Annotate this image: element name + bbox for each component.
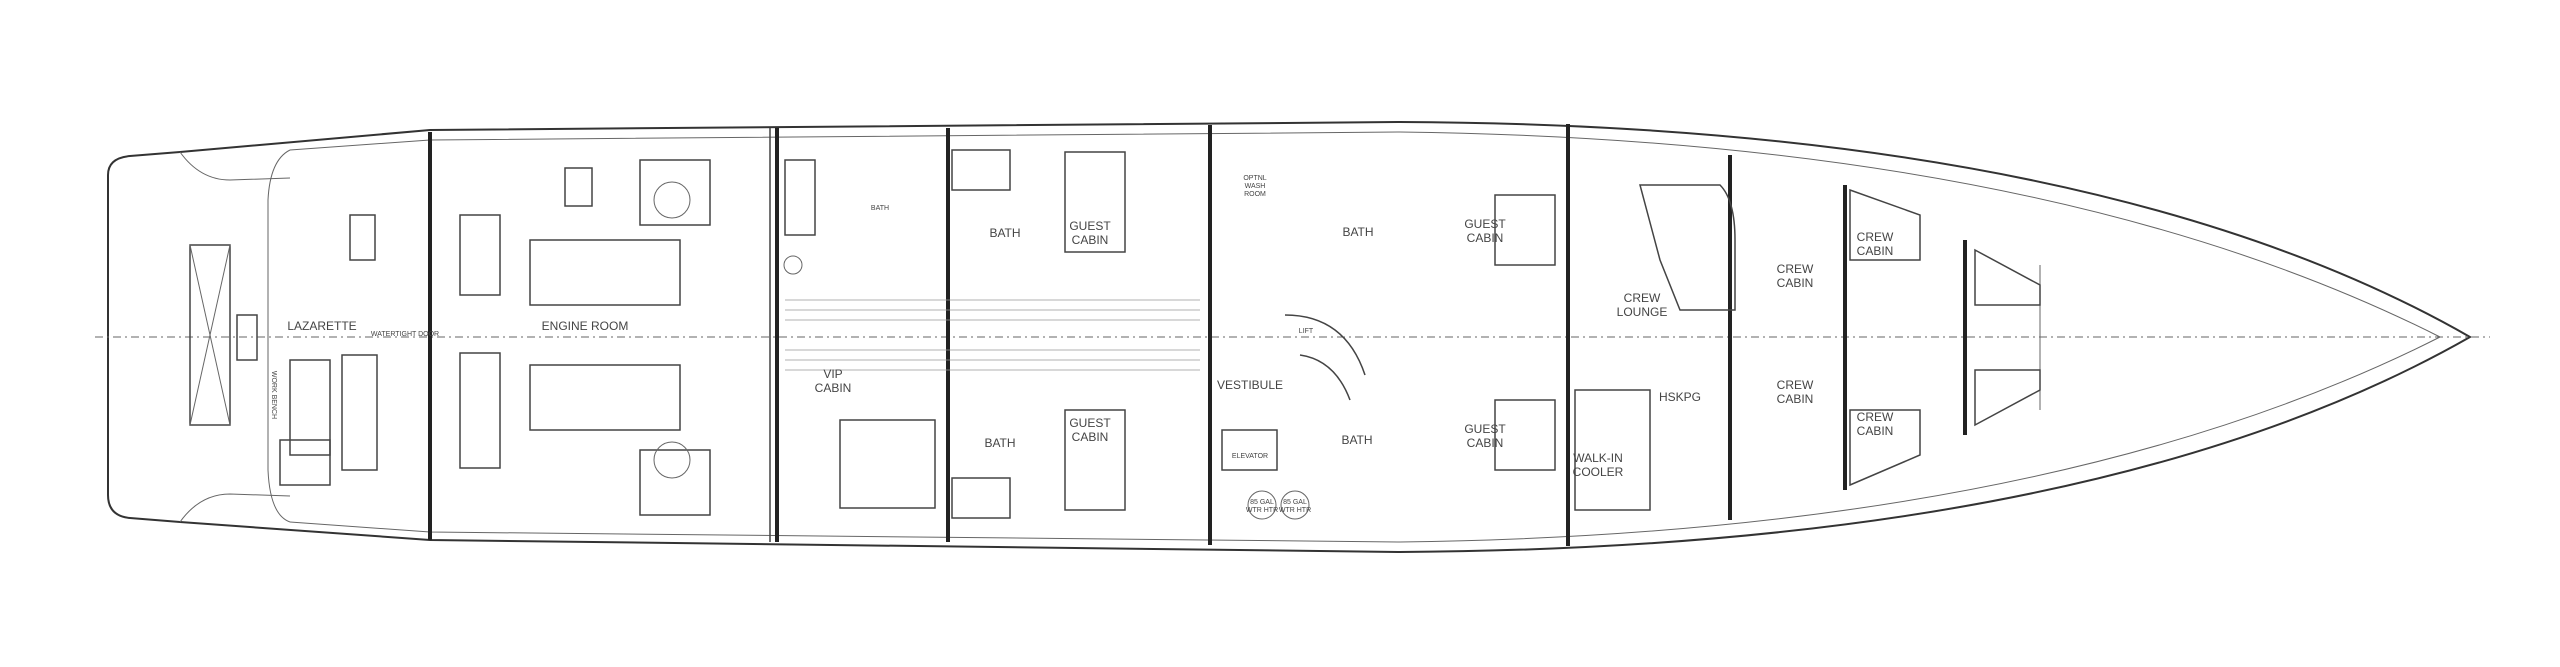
vip-cabin-label-2: CABIN — [815, 381, 852, 395]
crew-lounge-label: CREW — [1624, 291, 1661, 305]
vip-cabin-label-1: VIP — [823, 367, 842, 381]
vestibule-label: VESTIBULE — [1217, 378, 1283, 392]
spiral-stair — [1284, 314, 1366, 401]
elevator-label: ELEVATOR — [1232, 453, 1268, 460]
bath-label: BATH — [1342, 225, 1373, 239]
water-heater-label: WTR HTR — [1246, 507, 1278, 514]
work-bench-label: WORK BENCH — [270, 371, 277, 419]
engine-room-label: ENGINE ROOM — [542, 319, 629, 333]
crew-cabin-label: CREW — [1777, 262, 1814, 276]
guest-area-furnishings — [783, 149, 1556, 520]
guest-bed — [1494, 399, 1556, 471]
elevator-shaft — [1221, 429, 1278, 471]
bulkheads — [428, 124, 2041, 546]
vip-bed — [839, 419, 936, 509]
wash-room-label: ROOM — [1244, 191, 1266, 198]
crew-cabin-label: CABIN — [1777, 276, 1814, 290]
walk-in-cooler-label: WALK-IN — [1573, 451, 1623, 465]
crew-cabin-label: CREW — [1857, 410, 1894, 424]
guest-bed — [1064, 151, 1126, 253]
guest-cabin-label: CABIN — [1467, 231, 1504, 245]
crew-lounge-label: LOUNGE — [1617, 305, 1668, 319]
stair — [236, 314, 258, 361]
hull-outline — [95, 120, 2490, 554]
lift-label: LIFT — [1299, 328, 1314, 335]
room-labels: LAZARETTE WATERTIGHT DOOR WORK BENCH ENG… — [270, 175, 1894, 514]
water-heater-label: 85 GAL — [1283, 499, 1307, 506]
guest-cabin-label: GUEST — [1464, 217, 1506, 231]
guest-cabin-label: GUEST — [1069, 416, 1111, 430]
hskpg-label: HSKPG — [1659, 390, 1701, 404]
bath-label: BATH — [989, 226, 1020, 240]
wash-room-label: WASH — [1245, 183, 1266, 190]
crew-cabin-label: CABIN — [1857, 424, 1894, 438]
aft-machinery — [189, 159, 711, 516]
guest-cabin-label: GUEST — [1464, 422, 1506, 436]
guest-cabin-label: CABIN — [1072, 430, 1109, 444]
guest-cabin-label: GUEST — [1069, 219, 1111, 233]
watertight-door-label: WATERTIGHT DOOR — [371, 331, 439, 338]
walk-in-cooler-label: COOLER — [1573, 465, 1624, 479]
bathtub-icon — [784, 159, 816, 236]
water-heater-label: WTR HTR — [1279, 507, 1311, 514]
guest-cabin-label: CABIN — [1467, 436, 1504, 450]
crew-area-furnishings — [1574, 184, 2041, 511]
vip-bath-label: BATH — [871, 205, 889, 212]
toilet-icon — [783, 255, 803, 275]
wash-room-label: OPTNL — [1243, 175, 1266, 182]
guest-bed — [1494, 194, 1556, 266]
water-heater-label: 85 GAL — [1250, 499, 1274, 506]
guest-bed — [1064, 409, 1126, 511]
crew-cabin-label: CREW — [1777, 378, 1814, 392]
crew-cabin-label: CREW — [1857, 230, 1894, 244]
bath-label: BATH — [1341, 433, 1372, 447]
bath-label: BATH — [984, 436, 1015, 450]
guest-cabin-label: CABIN — [1072, 233, 1109, 247]
lazarette-label: LAZARETTE — [287, 319, 356, 333]
crew-cabin-label: CABIN — [1857, 244, 1894, 258]
crew-cabin-label: CABIN — [1777, 392, 1814, 406]
